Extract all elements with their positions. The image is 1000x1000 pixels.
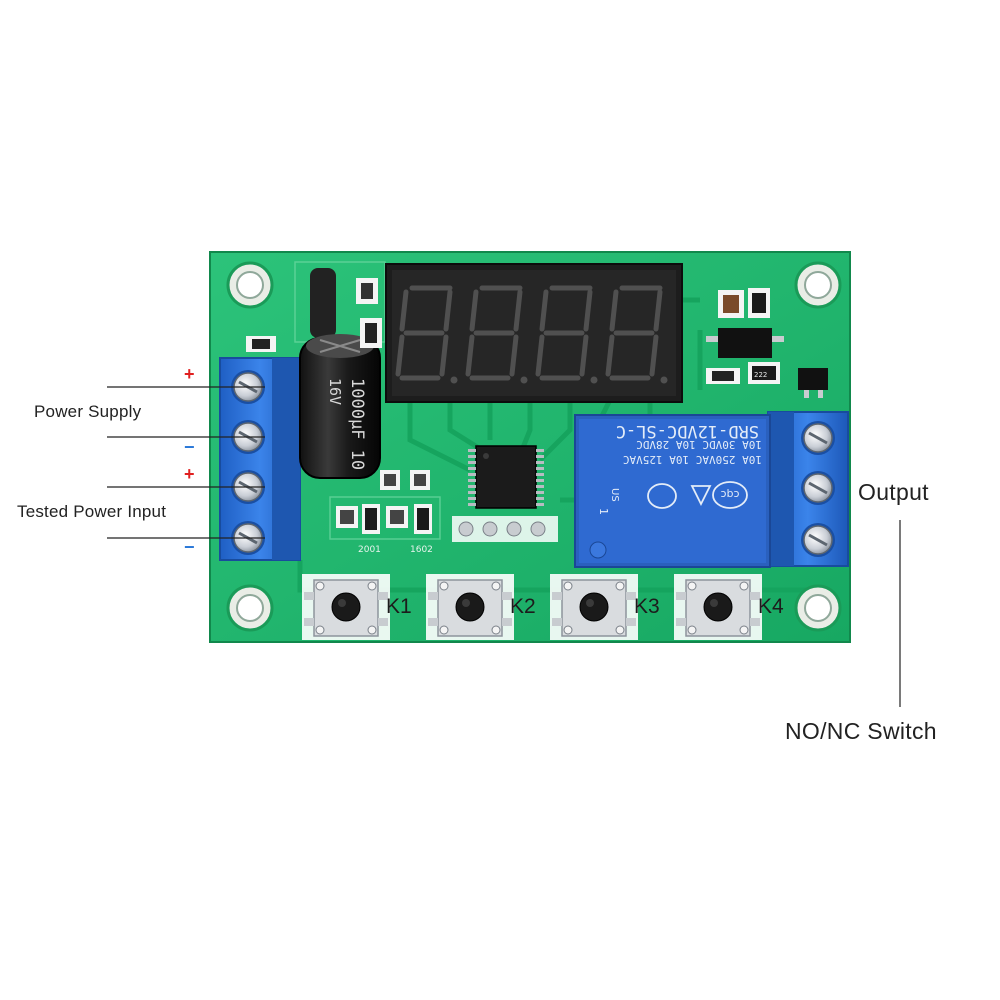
relay-pin-mark: 1	[597, 508, 610, 515]
relay-model: SRD-12VDC-SL-C	[616, 421, 759, 441]
ic-pin	[468, 467, 476, 470]
ic-pin	[468, 491, 476, 494]
button-cap[interactable]	[579, 592, 609, 622]
ic-pin	[468, 449, 476, 452]
display-dot	[450, 376, 458, 384]
display-dot	[520, 376, 528, 384]
ic-pin	[468, 461, 476, 464]
no-nc-switch-label: NO/NC Switch	[785, 718, 937, 744]
display-segment	[399, 289, 409, 332]
terminal-screw	[801, 421, 835, 455]
silkscreen-r1: 2001	[358, 545, 381, 555]
electrolytic-capacitor: 1000μF 10 16V	[299, 268, 381, 479]
button-k4-label: K4	[758, 595, 784, 618]
display-segment	[443, 289, 453, 332]
power-supply-plus-sign: +	[184, 364, 195, 384]
relay-rating-1: 10A 250VAC 10A 125VAC	[623, 453, 762, 466]
ic-pin	[468, 503, 476, 506]
display-digit	[395, 285, 458, 384]
display-segment	[469, 289, 479, 332]
mounting-holes	[226, 261, 842, 632]
display-segment	[579, 334, 589, 377]
terminal-screw	[801, 523, 835, 557]
ic-pin	[468, 485, 476, 488]
ic-chip	[468, 445, 544, 509]
input-terminal-block	[219, 357, 301, 561]
display-segment	[509, 334, 519, 377]
power-supply-label: Power Supply	[34, 402, 142, 421]
tested-input-plus-sign: +	[184, 464, 195, 484]
display-segment	[583, 289, 593, 332]
capacitor-text-2: 16V	[326, 378, 344, 405]
display-dot	[660, 376, 668, 384]
tactile-button-k1[interactable]	[302, 574, 390, 640]
display-segment	[609, 289, 619, 332]
button-k1-label: K1	[386, 595, 412, 618]
ic-pin	[536, 449, 544, 452]
button-cap[interactable]	[455, 592, 485, 622]
ic-pin	[536, 455, 544, 458]
ic-pin	[536, 467, 544, 470]
relay-us-mark: US	[609, 488, 620, 502]
ic-pin	[536, 485, 544, 488]
display-segment	[539, 289, 549, 332]
terminal-screw	[801, 471, 835, 505]
seven-segment-display	[385, 263, 683, 403]
silkscreen-r2: 1602	[410, 545, 433, 555]
ic-pin	[536, 479, 544, 482]
ic-pin	[536, 473, 544, 476]
tested-power-input-label: Tested Power Input	[17, 502, 167, 521]
ic-pin	[468, 497, 476, 500]
header-pads	[452, 516, 558, 542]
ic-pin	[468, 473, 476, 476]
display-segment	[513, 289, 523, 332]
silkscreen-r3: 222	[754, 371, 767, 379]
display-segment	[465, 334, 475, 377]
display-dot	[590, 376, 598, 384]
display-segment	[605, 334, 615, 377]
relay-cqc-mark: cqc	[720, 488, 739, 501]
tested-input-minus-sign: −	[184, 537, 195, 557]
button-cap[interactable]	[331, 592, 361, 622]
display-segment	[439, 334, 449, 377]
capacitor-text-1: 1000μF 10	[347, 378, 367, 470]
relay-rating-2: 10A 30VDC 10A 28VDC	[636, 438, 762, 451]
display-segment	[653, 289, 663, 332]
ic-pin	[536, 491, 544, 494]
ic-pin	[468, 455, 476, 458]
button-k3-label: K3	[634, 595, 660, 618]
ic-pin	[468, 479, 476, 482]
tactile-button-k3[interactable]	[550, 574, 638, 640]
output-terminal-block	[767, 411, 849, 567]
relay: SRD-12VDC-SL-C 10A 250VAC 10A 125VAC 10A…	[574, 414, 771, 568]
output-label: Output	[858, 479, 929, 505]
power-supply-minus-sign: −	[184, 437, 195, 457]
display-digit	[605, 285, 668, 384]
display-digit	[535, 285, 598, 384]
display-digit	[465, 285, 528, 384]
smd-components: 2001 1602 222	[246, 278, 828, 555]
ic-pin	[536, 497, 544, 500]
tactile-button-k2[interactable]	[426, 574, 514, 640]
ic-pin	[536, 461, 544, 464]
display-segment	[395, 334, 405, 377]
display-segment	[649, 334, 659, 377]
button-k2-label: K2	[510, 595, 536, 618]
tactile-button-k4[interactable]	[674, 574, 762, 640]
ic-pin	[536, 503, 544, 506]
button-cap[interactable]	[703, 592, 733, 622]
callout-lines	[107, 386, 901, 707]
display-segment	[535, 334, 545, 377]
